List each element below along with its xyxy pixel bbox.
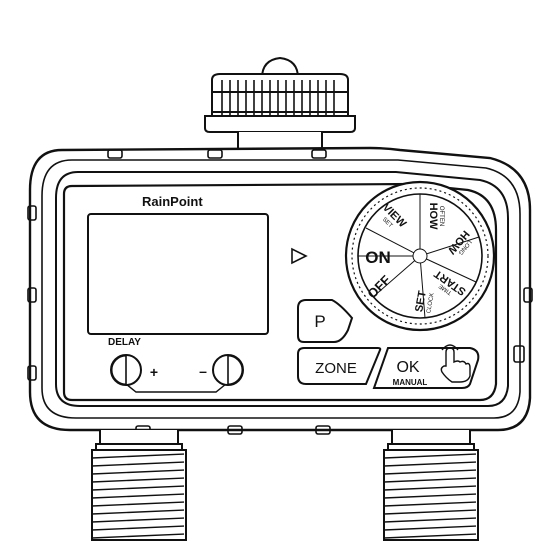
delay-minus-button[interactable]: [212, 354, 244, 386]
zone-button[interactable]: ZONE: [297, 347, 382, 385]
manual-label: MANUAL: [393, 378, 428, 387]
dial-set-clock-label: SET: [413, 290, 429, 313]
tap-hand-icon: [440, 344, 471, 383]
delay-bracket: [125, 383, 227, 393]
program-button-label: P: [314, 312, 325, 331]
ok-manual-button[interactable]: OK MANUAL: [372, 344, 480, 389]
delay-label: DELAY: [108, 337, 141, 348]
brand-logo: RainPoint: [142, 194, 203, 209]
dial-divisions: [358, 194, 480, 319]
delay-plus-button[interactable]: [110, 354, 142, 386]
outlet-connector-left: [91, 430, 187, 541]
program-dial[interactable]: ON OFF VIEW SET HOW OFTEN HOW LONG START…: [344, 180, 496, 332]
lcd-screen: [87, 213, 269, 335]
triangle-pointer-icon: [291, 247, 308, 265]
dial-how-often-sublabel: OFTEN: [438, 206, 444, 226]
dial-set-clock-sublabel: CLOCK: [426, 293, 435, 314]
program-button[interactable]: P: [297, 299, 354, 343]
outlet-connector-right: [383, 430, 479, 541]
ok-button-label: OK: [396, 359, 419, 376]
faucet-connector: [204, 56, 356, 151]
delay-minus-sign: –: [199, 363, 207, 379]
dial-how-often-label: HOW: [427, 203, 439, 231]
dial-on-label: ON: [365, 248, 391, 267]
zone-button-label: ZONE: [315, 360, 357, 377]
delay-plus-sign: +: [150, 364, 158, 380]
dial-grip: [351, 187, 489, 325]
